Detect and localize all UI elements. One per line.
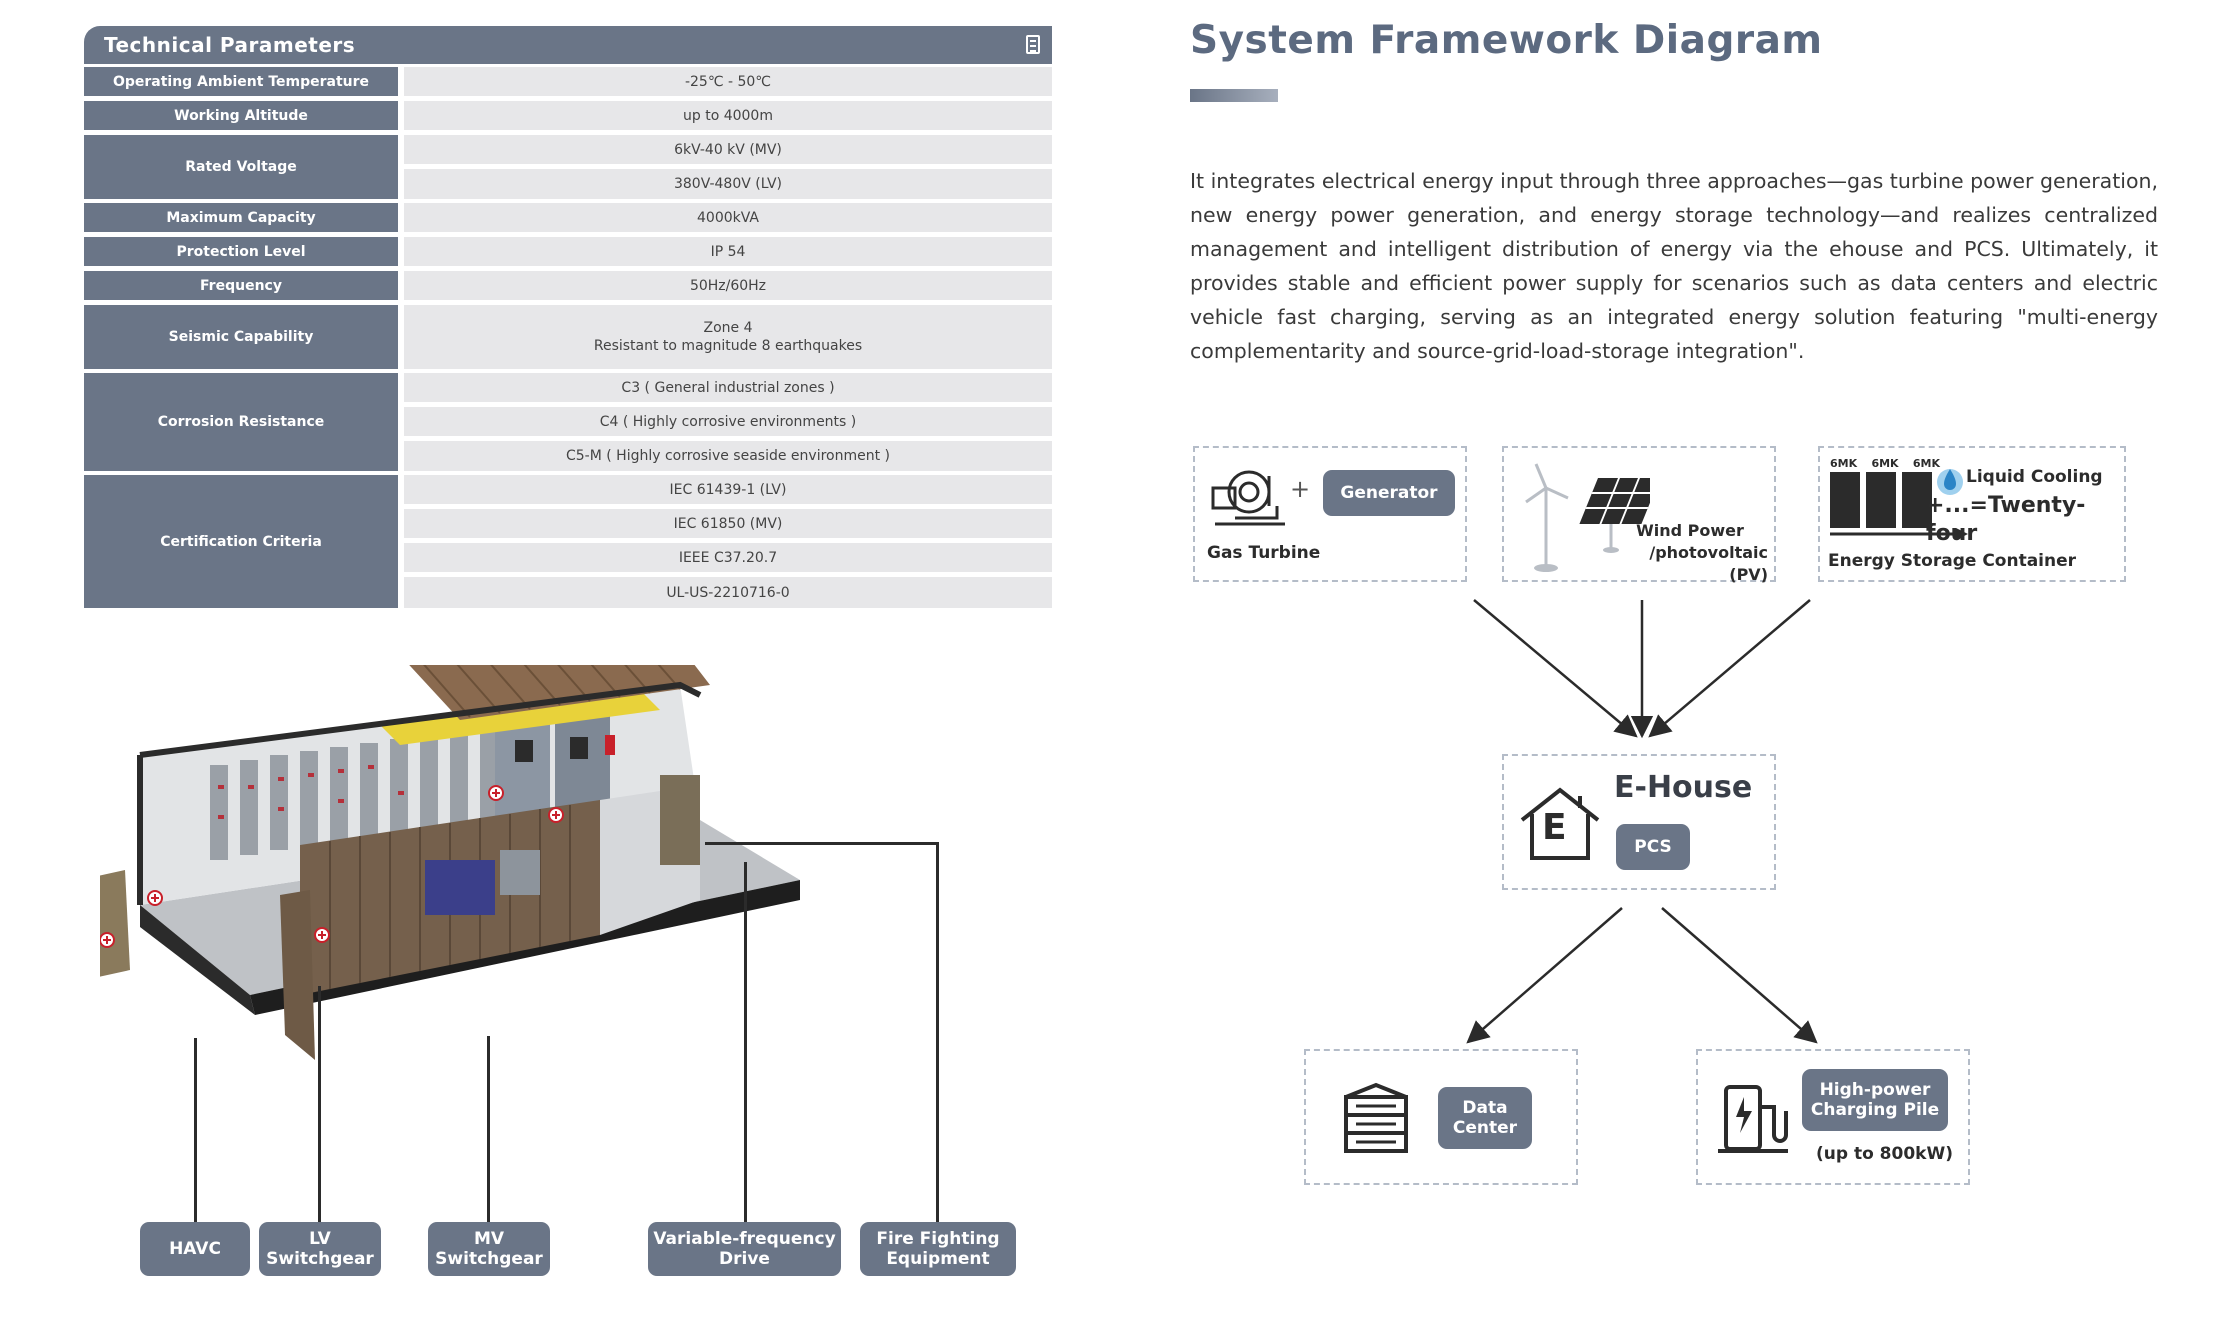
ehouse-letter: E: [1542, 807, 1567, 848]
value-capacity: 4000kVA: [404, 203, 1052, 232]
framework-title: System Framework Diagram: [1190, 18, 1823, 63]
house-icon: [1520, 787, 1600, 860]
wind-solar-icon: [1525, 463, 1650, 572]
label-altitude: Working Altitude: [84, 101, 398, 130]
value-cert-ul: UL-US-2210716-0: [404, 577, 1052, 608]
leader-mv: [487, 1036, 490, 1225]
label-rated-voltage: Rated Voltage: [84, 135, 398, 199]
energy-storage-label: Energy Storage Container: [1828, 551, 2077, 571]
value-voltage-lv: 380V-480V (LV): [404, 169, 1052, 199]
label-seismic: Seismic Capability: [84, 305, 398, 369]
label-temperature: Operating Ambient Temperature: [84, 67, 398, 96]
title-underline: [1190, 89, 1278, 102]
label-frequency: Frequency: [84, 271, 398, 300]
value-cert-iec61850: IEC 61850 (MV): [404, 509, 1052, 538]
wind-pv-box: Wind Power /photovoltaic (PV): [1502, 446, 1776, 584]
tech-params-header: Technical Parameters: [84, 26, 1052, 64]
value-seismic: Zone 4 Resistant to magnitude 8 earthqua…: [404, 305, 1052, 369]
label-protection: Protection Level: [84, 237, 398, 266]
twenty-four-label: +...=Twenty-four: [1926, 493, 2086, 546]
battery-racks-icon: [1830, 472, 1968, 538]
value-frequency: 50Hz/60Hz: [404, 271, 1052, 300]
label-capacity: Maximum Capacity: [84, 203, 398, 232]
water-drop-icon: [1937, 469, 1963, 495]
leader-havc: [194, 1038, 197, 1225]
value-voltage-mv: 6kV-40 kV (MV): [404, 135, 1052, 164]
label-certification: Certification Criteria: [84, 475, 398, 608]
pcs-pill: PCS: [1616, 824, 1690, 870]
generator-pill: Generator: [1323, 470, 1455, 516]
framework-description: It integrates electrical energy input th…: [1190, 169, 2158, 363]
leader-fire-h: [705, 842, 939, 845]
gas-turbine-icon: [1211, 470, 1285, 526]
label-corrosion: Corrosion Resistance: [84, 373, 398, 471]
charging-station-icon: [1718, 1085, 1788, 1153]
callout-havc: HAVC: [140, 1222, 250, 1276]
charging-capacity-note: (up to 800kW): [1816, 1144, 1953, 1164]
gas-turbine-box: + Generator Gas Turbine: [1193, 446, 1467, 582]
value-cert-iec61439: IEC 61439-1 (LV): [404, 475, 1052, 504]
leader-fire-v: [936, 842, 939, 1225]
value-corrosion-c3: C3 ( General industrial zones ): [404, 373, 1052, 402]
tech-params-title: Technical Parameters: [104, 33, 356, 57]
wind-pv-label: Wind Power /photovoltaic (PV): [1636, 521, 1768, 584]
value-corrosion-c5m: C5-M ( Highly corrosive seaside environm…: [404, 441, 1052, 471]
value-temperature: -25℃ - 50℃: [404, 67, 1052, 96]
ehouse-box: E E-House PCS: [1502, 754, 1776, 890]
flow-arrows: [1466, 599, 1818, 1044]
value-cert-ieee: IEEE C37.20.7: [404, 543, 1052, 572]
ehouse-container-illustration: [100, 665, 800, 1060]
ehouse-label: E-House: [1614, 770, 1753, 805]
value-altitude: up to 4000m: [404, 101, 1052, 130]
leader-vfd: [744, 862, 747, 1225]
gas-turbine-label: Gas Turbine: [1207, 543, 1321, 563]
leader-lv: [318, 986, 321, 1225]
value-protection: IP 54: [404, 237, 1052, 266]
database-icon: [1344, 1082, 1408, 1153]
liquid-cooling-label: Liquid Cooling: [1966, 467, 2103, 487]
plus-sign: +: [1290, 475, 1311, 503]
value-corrosion-c4: C4 ( Highly corrosive environments ): [404, 407, 1052, 436]
document-icon: [1026, 35, 1040, 54]
